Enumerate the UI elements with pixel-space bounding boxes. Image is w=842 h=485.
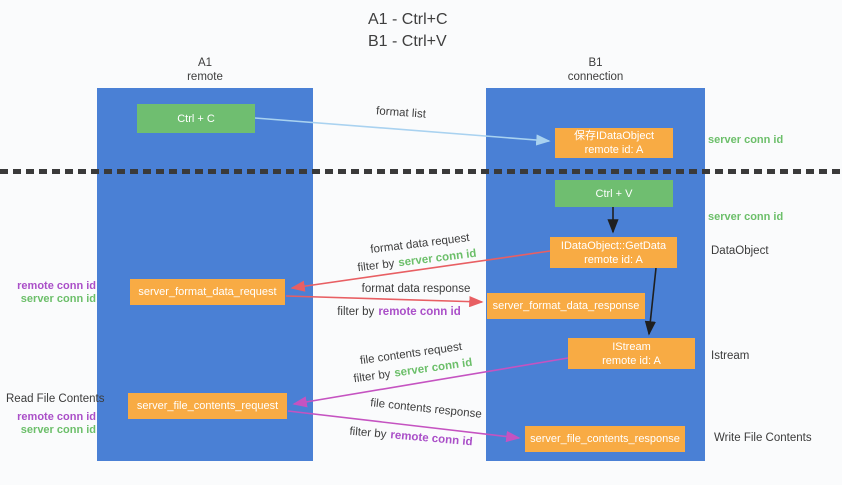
file-contents-request-arrow xyxy=(292,357,569,408)
column-b1-name: B1 xyxy=(588,57,603,69)
node-save-idataobject: 保存IDataObject remote id: A xyxy=(555,128,673,158)
node-server-file-contents-request: server_file_contents_request xyxy=(128,393,287,419)
conn-id-annotation-format: remote conn id server conn id xyxy=(0,280,96,306)
istream-annotation: Istream xyxy=(711,350,750,362)
server-conn-id-text: server conn id xyxy=(20,424,96,436)
remote-conn-id-text: remote conn id xyxy=(17,411,96,423)
getdata-to-istream-arrow xyxy=(644,267,657,336)
node-idataobject-getdata: IDataObject::GetData remote id: A xyxy=(550,237,677,268)
column-b1-role: connection xyxy=(567,71,624,83)
column-a1-role: remote xyxy=(187,71,223,83)
node-ctrl-v-label: Ctrl + V xyxy=(595,187,633,200)
format-data-request-arrow xyxy=(290,250,551,292)
node-server-format-data-response-label: server_format_data_response xyxy=(492,300,640,312)
write-file-contents-annotation: Write File Contents xyxy=(714,432,812,444)
node-ctrl-c: Ctrl + C xyxy=(137,104,255,133)
node-server-file-contents-response-label: server_file_contents_response xyxy=(530,433,680,445)
file-contents-response-arrow xyxy=(287,410,521,443)
format-data-response-label: format data response xyxy=(361,283,471,295)
server-conn-id-annotation-ctrlv: server conn id xyxy=(708,211,784,223)
node-getdata-line1: IDataObject::GetData xyxy=(560,239,667,252)
node-server-format-data-request: server_format_data_request xyxy=(130,279,285,305)
conn-id-annotation-file: remote conn id server conn id xyxy=(0,411,96,437)
filter-by-text: filter by xyxy=(337,306,375,318)
node-ctrl-v: Ctrl + V xyxy=(555,180,673,207)
column-a1-name: A1 xyxy=(197,57,213,69)
node-server-format-data-response: server_format_data_response xyxy=(487,293,645,319)
node-istream-line1: IStream xyxy=(612,340,651,353)
diagram-title: A1 - Ctrl+C B1 - Ctrl+V xyxy=(368,9,448,53)
node-istream: IStream remote id: A xyxy=(568,338,695,369)
read-file-contents-annotation: Read File Contents xyxy=(6,393,105,405)
node-server-file-contents-response: server_file_contents_response xyxy=(525,426,685,452)
remote-conn-id-text: remote conn id xyxy=(378,306,461,318)
node-save-idataobject-line1: 保存IDataObject xyxy=(573,130,655,142)
format-data-response-arrow xyxy=(285,295,484,308)
dataobject-annotation: DataObject xyxy=(711,245,769,257)
copy-paste-separator-line xyxy=(0,169,842,174)
node-server-format-data-request-label: server_format_data_request xyxy=(138,286,277,298)
title-line-2: B1 - Ctrl+V xyxy=(368,33,447,50)
remote-conn-id-text: remote conn id xyxy=(17,280,96,292)
server-conn-id-annotation-top: server conn id xyxy=(708,134,784,146)
format-list-arrow xyxy=(254,117,551,146)
node-ctrl-c-label: Ctrl + C xyxy=(177,112,215,125)
column-header-b1: B1 connection xyxy=(486,56,705,84)
node-save-idataobject-line2: remote id: A xyxy=(584,144,644,156)
node-istream-line2: remote id: A xyxy=(602,354,661,367)
title-line-1: A1 - Ctrl+C xyxy=(368,11,448,28)
column-header-a1: A1 remote xyxy=(97,56,313,84)
server-conn-id-text: server conn id xyxy=(20,293,96,305)
node-server-file-contents-request-label: server_file_contents_request xyxy=(136,400,279,412)
node-getdata-line2: remote id: A xyxy=(584,253,643,266)
